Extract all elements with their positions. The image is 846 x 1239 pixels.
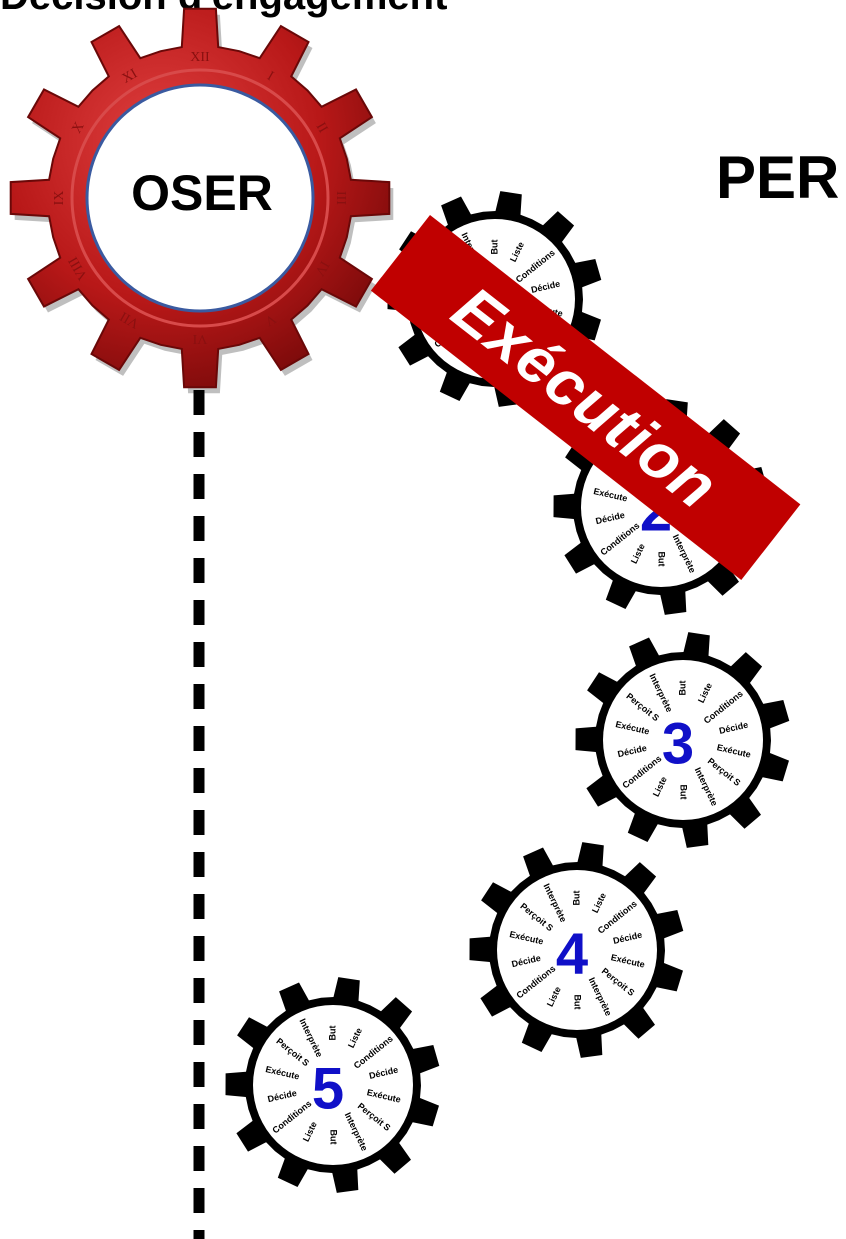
- clock-numeral: I: [264, 69, 276, 84]
- clock-numeral: VI: [192, 331, 207, 346]
- per-label: PER: [716, 144, 840, 211]
- gear-step-label: But: [657, 552, 667, 567]
- gear-step-label: But: [573, 995, 583, 1010]
- clock-numeral: XI: [120, 66, 141, 87]
- clock-numeral: XII: [190, 50, 210, 65]
- gear-number: 3: [662, 711, 694, 776]
- gear-step-label: But: [679, 785, 689, 800]
- oser-label: OSER: [131, 165, 273, 221]
- main-gear-rim: [70, 68, 330, 328]
- gear-number: 5: [312, 1056, 344, 1121]
- gear-step-label: But: [329, 1130, 339, 1145]
- gear-step-label: But: [571, 891, 581, 906]
- gear-face: [603, 660, 763, 820]
- clock-numeral: III: [333, 191, 348, 205]
- gear-step-label: But: [677, 681, 687, 696]
- gear-face: [253, 1005, 413, 1165]
- gear-face: [497, 870, 657, 1030]
- main-gear-face: [85, 83, 315, 313]
- clock-numeral: IV: [311, 258, 331, 278]
- header-title: Décision d'engagement: [0, 0, 447, 19]
- gear-step-label: But: [489, 240, 499, 255]
- gear-number: 4: [556, 921, 588, 986]
- gear-step-label: But: [327, 1026, 337, 1041]
- clock-numeral: IX: [52, 191, 67, 206]
